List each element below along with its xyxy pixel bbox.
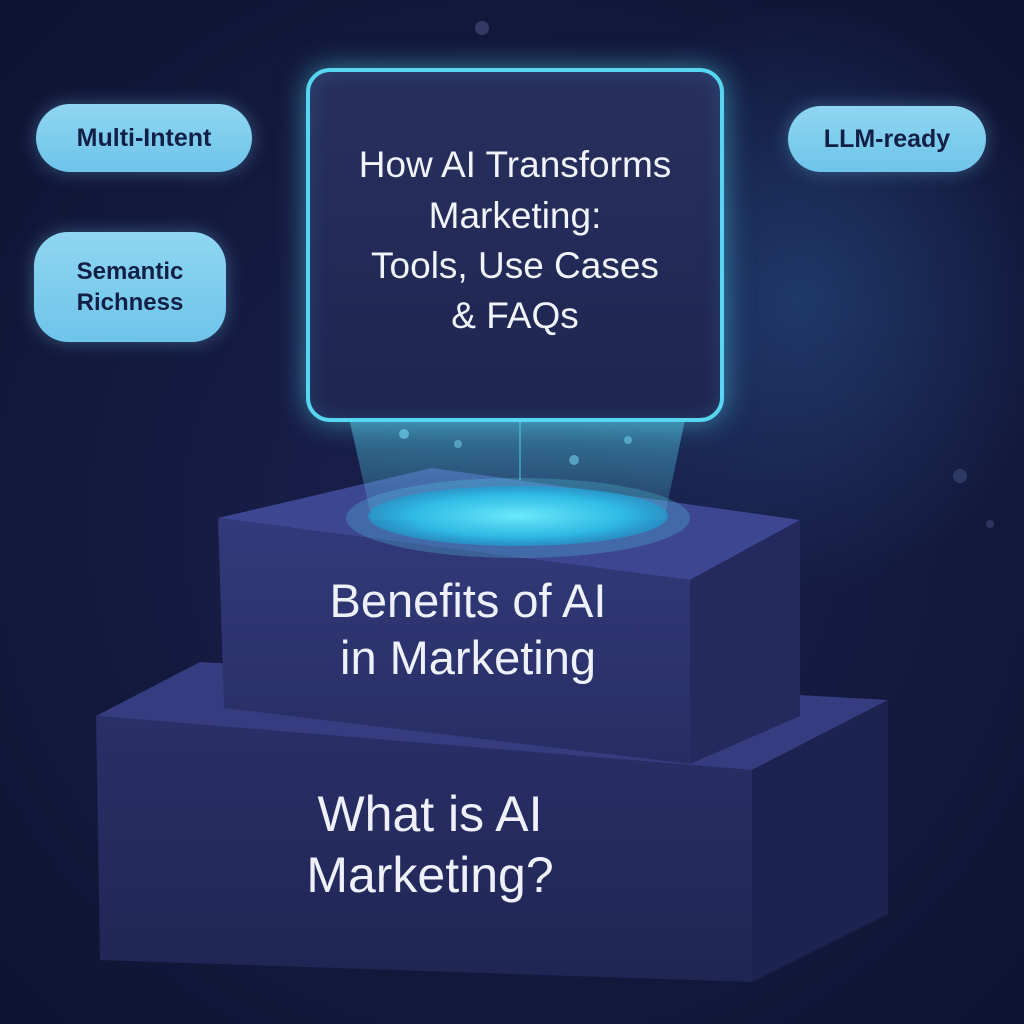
- beam-particle: [454, 440, 462, 448]
- beam-particle: [624, 436, 632, 444]
- tag-semantic-richness: Semantic Richness: [34, 232, 226, 342]
- beam-particle: [569, 455, 579, 465]
- light-beam: [344, 396, 690, 520]
- middle-block-front: [218, 518, 690, 764]
- bottom-block-side: [752, 700, 888, 982]
- sparkle-dot: [986, 520, 994, 528]
- sparkle-dot: [475, 21, 489, 35]
- sparkle-dot: [953, 469, 967, 483]
- bottom-block-front: [96, 716, 752, 982]
- screen-title: How AI Transforms Marketing: Tools, Use …: [358, 144, 672, 337]
- middle-block-label: Benefits of AI in Marketing: [329, 574, 607, 685]
- tag-multi-intent: Multi-Intent: [36, 104, 252, 172]
- beam-particle: [399, 429, 409, 439]
- tag-llm-ready: LLM-ready: [788, 106, 986, 172]
- title-screen: How AI Transforms Marketing: Tools, Use …: [306, 68, 724, 422]
- middle-block-side: [690, 520, 800, 764]
- glow-disc: [368, 486, 668, 546]
- bottom-block-label: What is AI Marketing?: [306, 786, 554, 903]
